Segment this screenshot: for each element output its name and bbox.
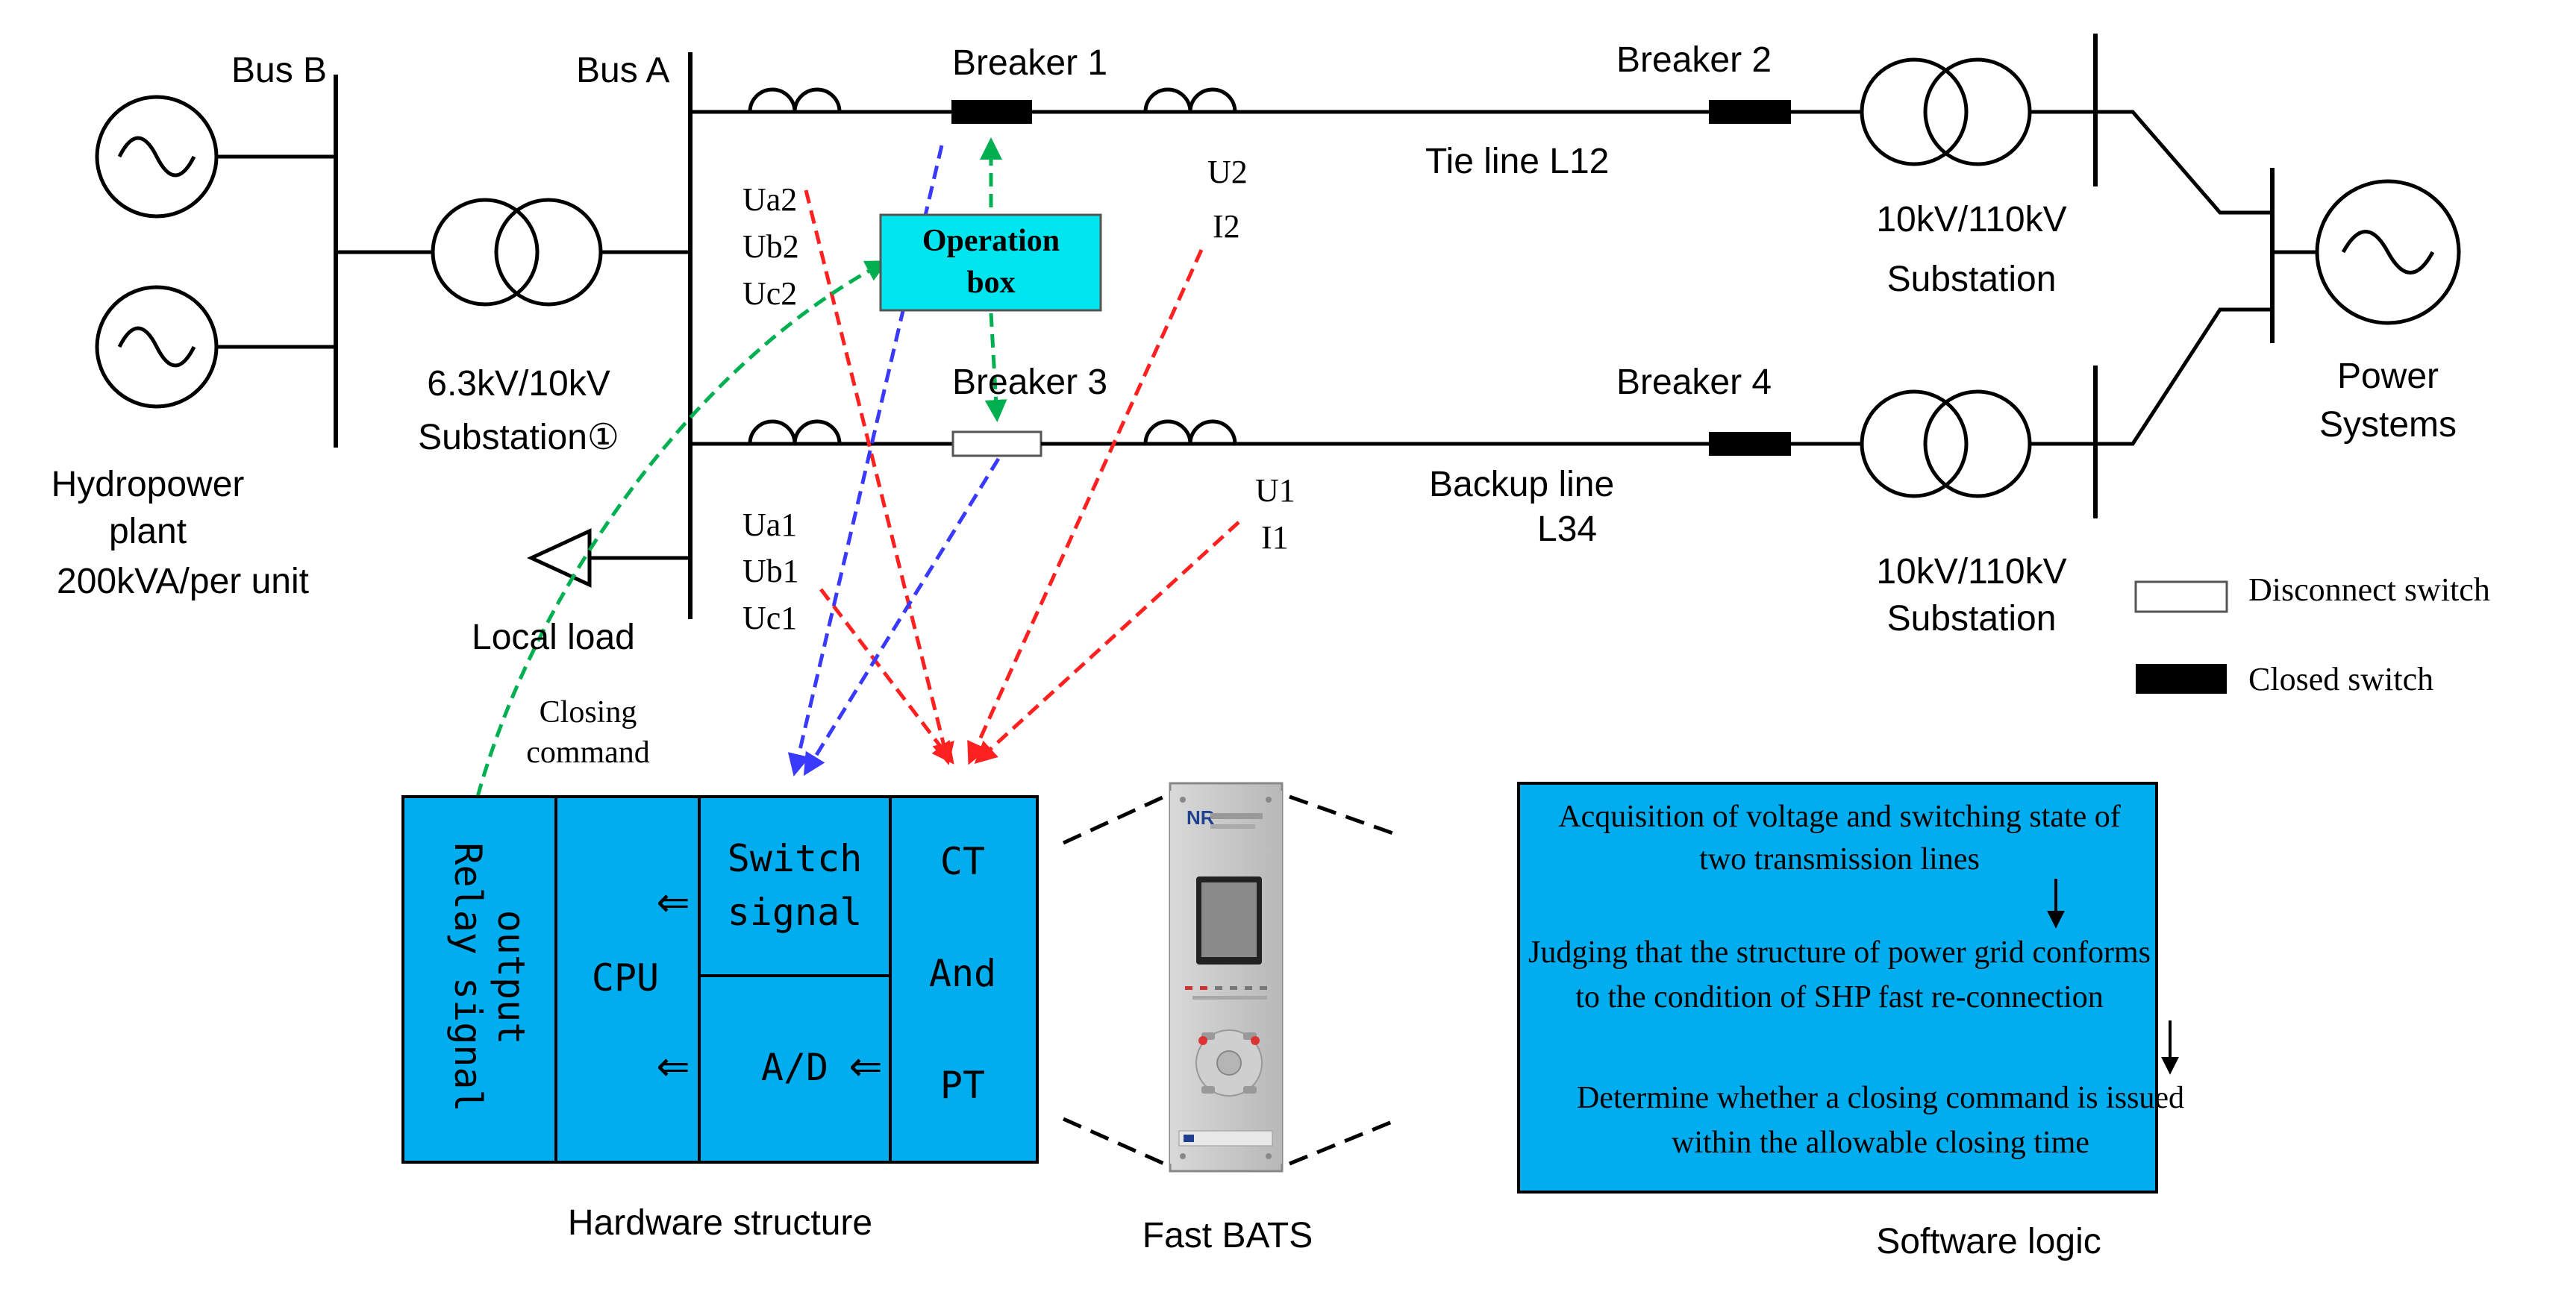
backup-line-label-1: Backup line [1429, 465, 1614, 504]
meas-u1: U1 [1255, 472, 1295, 509]
signal-breaker3-to-switch [803, 457, 1001, 777]
generator-1-icon [95, 95, 219, 219]
and-label: And [929, 952, 996, 995]
legend-disconnect-label: Disconnect switch [2248, 571, 2490, 608]
power-systems-label-1: Power [2337, 357, 2439, 396]
ct-top-left-icon [748, 87, 842, 113]
substation-bottom-label-1: 10kV/110kV [1876, 552, 2066, 592]
signal-u2-to-ct [967, 248, 1204, 765]
transformer-top-icon [1860, 57, 2032, 166]
signal-op-to-breaker3 [984, 313, 1007, 422]
breaker-1-icon [951, 100, 1032, 124]
meas-ua1: Ua1 [743, 506, 797, 543]
legend-disconnect-swatch [2134, 580, 2228, 613]
meas-ub1: Ub1 [743, 553, 799, 589]
ct-label: CT [940, 840, 985, 883]
signal-u1-to-ct [974, 521, 1240, 765]
software-step3-line2: within the allowable closing time [1672, 1126, 2089, 1160]
local-load-label: Local load [472, 618, 635, 657]
software-logic-box [1517, 782, 2158, 1194]
breaker-1-label: Breaker 1 [952, 43, 1107, 83]
tie-line-label: Tie line L12 [1425, 142, 1609, 181]
substation-top-label-2: Substation [1887, 260, 2057, 299]
operation-box [879, 213, 1102, 312]
closing-command-label-1: Closing [540, 695, 637, 730]
pt-label: PT [940, 1064, 985, 1107]
closing-command-label-2: command [526, 736, 650, 770]
signal-ua2-to-ct [804, 189, 954, 765]
ct-bottom-right-icon [1143, 419, 1237, 445]
switch-signal-label-1: Switch [728, 837, 863, 880]
substation-1-label-1: 6.3kV/10kV [427, 364, 610, 404]
software-step3-line1: Determine whether a closing command is i… [1577, 1081, 2184, 1115]
power-system-generator-icon [2315, 179, 2461, 325]
ct-bottom-left-icon [748, 419, 842, 445]
generator-2-icon [95, 285, 219, 409]
software-caption: Software logic [1876, 1222, 2101, 1261]
software-step1-line1: Acquisition of voltage and switching sta… [1558, 800, 2121, 834]
plant-label-3: 200kVA/per unit [57, 562, 309, 601]
software-step2-line2: to the condition of SHP fast re-connecti… [1575, 980, 2104, 1014]
breaker-3-label: Breaker 3 [952, 363, 1107, 402]
legend-closed-swatch [2136, 664, 2227, 694]
transformer-bottom-icon [1860, 389, 2032, 498]
plant-label-1: Hydropower [51, 465, 245, 504]
arrow-pt-to-ad-icon: ⇐ [848, 1044, 882, 1089]
signal-ub1-to-ct [819, 588, 954, 765]
breaker-2-label: Breaker 2 [1616, 40, 1772, 80]
cpu-label: CPU [592, 956, 659, 1000]
substation-top-label-1: 10kV/110kV [1876, 200, 2066, 239]
hardware-structure [401, 795, 1039, 1164]
arrow-switch-to-cpu-icon: ⇐ [656, 880, 690, 925]
breaker-4-icon [1709, 432, 1791, 456]
meas-i1: I1 [1261, 519, 1289, 556]
signal-closing-command [475, 260, 889, 797]
bus-b-label: Bus B [231, 51, 327, 90]
ct-top-right-icon [1143, 87, 1237, 113]
transformer-substation-1-icon [431, 198, 603, 307]
device-caption: Fast BATS [1142, 1216, 1313, 1255]
operation-box-label-2: box [966, 266, 1015, 300]
substation-1-label-2: Substation① [418, 418, 619, 457]
meas-uc2: Uc2 [743, 275, 797, 312]
breaker-3-icon [951, 430, 1042, 457]
meas-ua2: Ua2 [743, 181, 797, 218]
plant-label-2: plant [109, 512, 187, 551]
bus-a-label: Bus A [576, 51, 669, 90]
power-systems-label-2: Systems [2319, 405, 2457, 445]
meas-ub2: Ub2 [743, 228, 799, 265]
backup-line-label-2: L34 [1537, 509, 1597, 549]
switch-signal-label-2: signal [728, 891, 863, 934]
device-logo: NR [1187, 806, 1215, 829]
local-load-icon [527, 528, 592, 588]
meas-uc1: Uc1 [743, 600, 797, 636]
operation-box-label-1: Operation [922, 224, 1060, 258]
arrow-ad-to-cpu-icon: ⇐ [656, 1044, 690, 1089]
relay-output-label-2: output [490, 910, 533, 1045]
top-to-grid-bus [2095, 110, 2272, 215]
hardware-caption: Hardware structure [568, 1203, 872, 1243]
bottom-to-grid-bus [2095, 307, 2272, 446]
breaker-2-icon [1709, 100, 1791, 124]
meas-u2: U2 [1207, 154, 1248, 190]
legend-closed-label: Closed switch [2248, 661, 2433, 697]
device-connectors [1062, 794, 1400, 1166]
fast-bats-device: NR [1169, 782, 1284, 1173]
relay-output-label-1: Relay signal [446, 842, 490, 1111]
meas-i2: I2 [1213, 208, 1240, 245]
breaker-4-label: Breaker 4 [1616, 363, 1772, 402]
software-step1-line2: two transmission lines [1699, 842, 1980, 876]
software-step2-line1: Judging that the structure of power grid… [1528, 935, 2151, 970]
substation-bottom-label-2: Substation [1887, 599, 2057, 639]
ad-label: A/D [761, 1046, 828, 1089]
